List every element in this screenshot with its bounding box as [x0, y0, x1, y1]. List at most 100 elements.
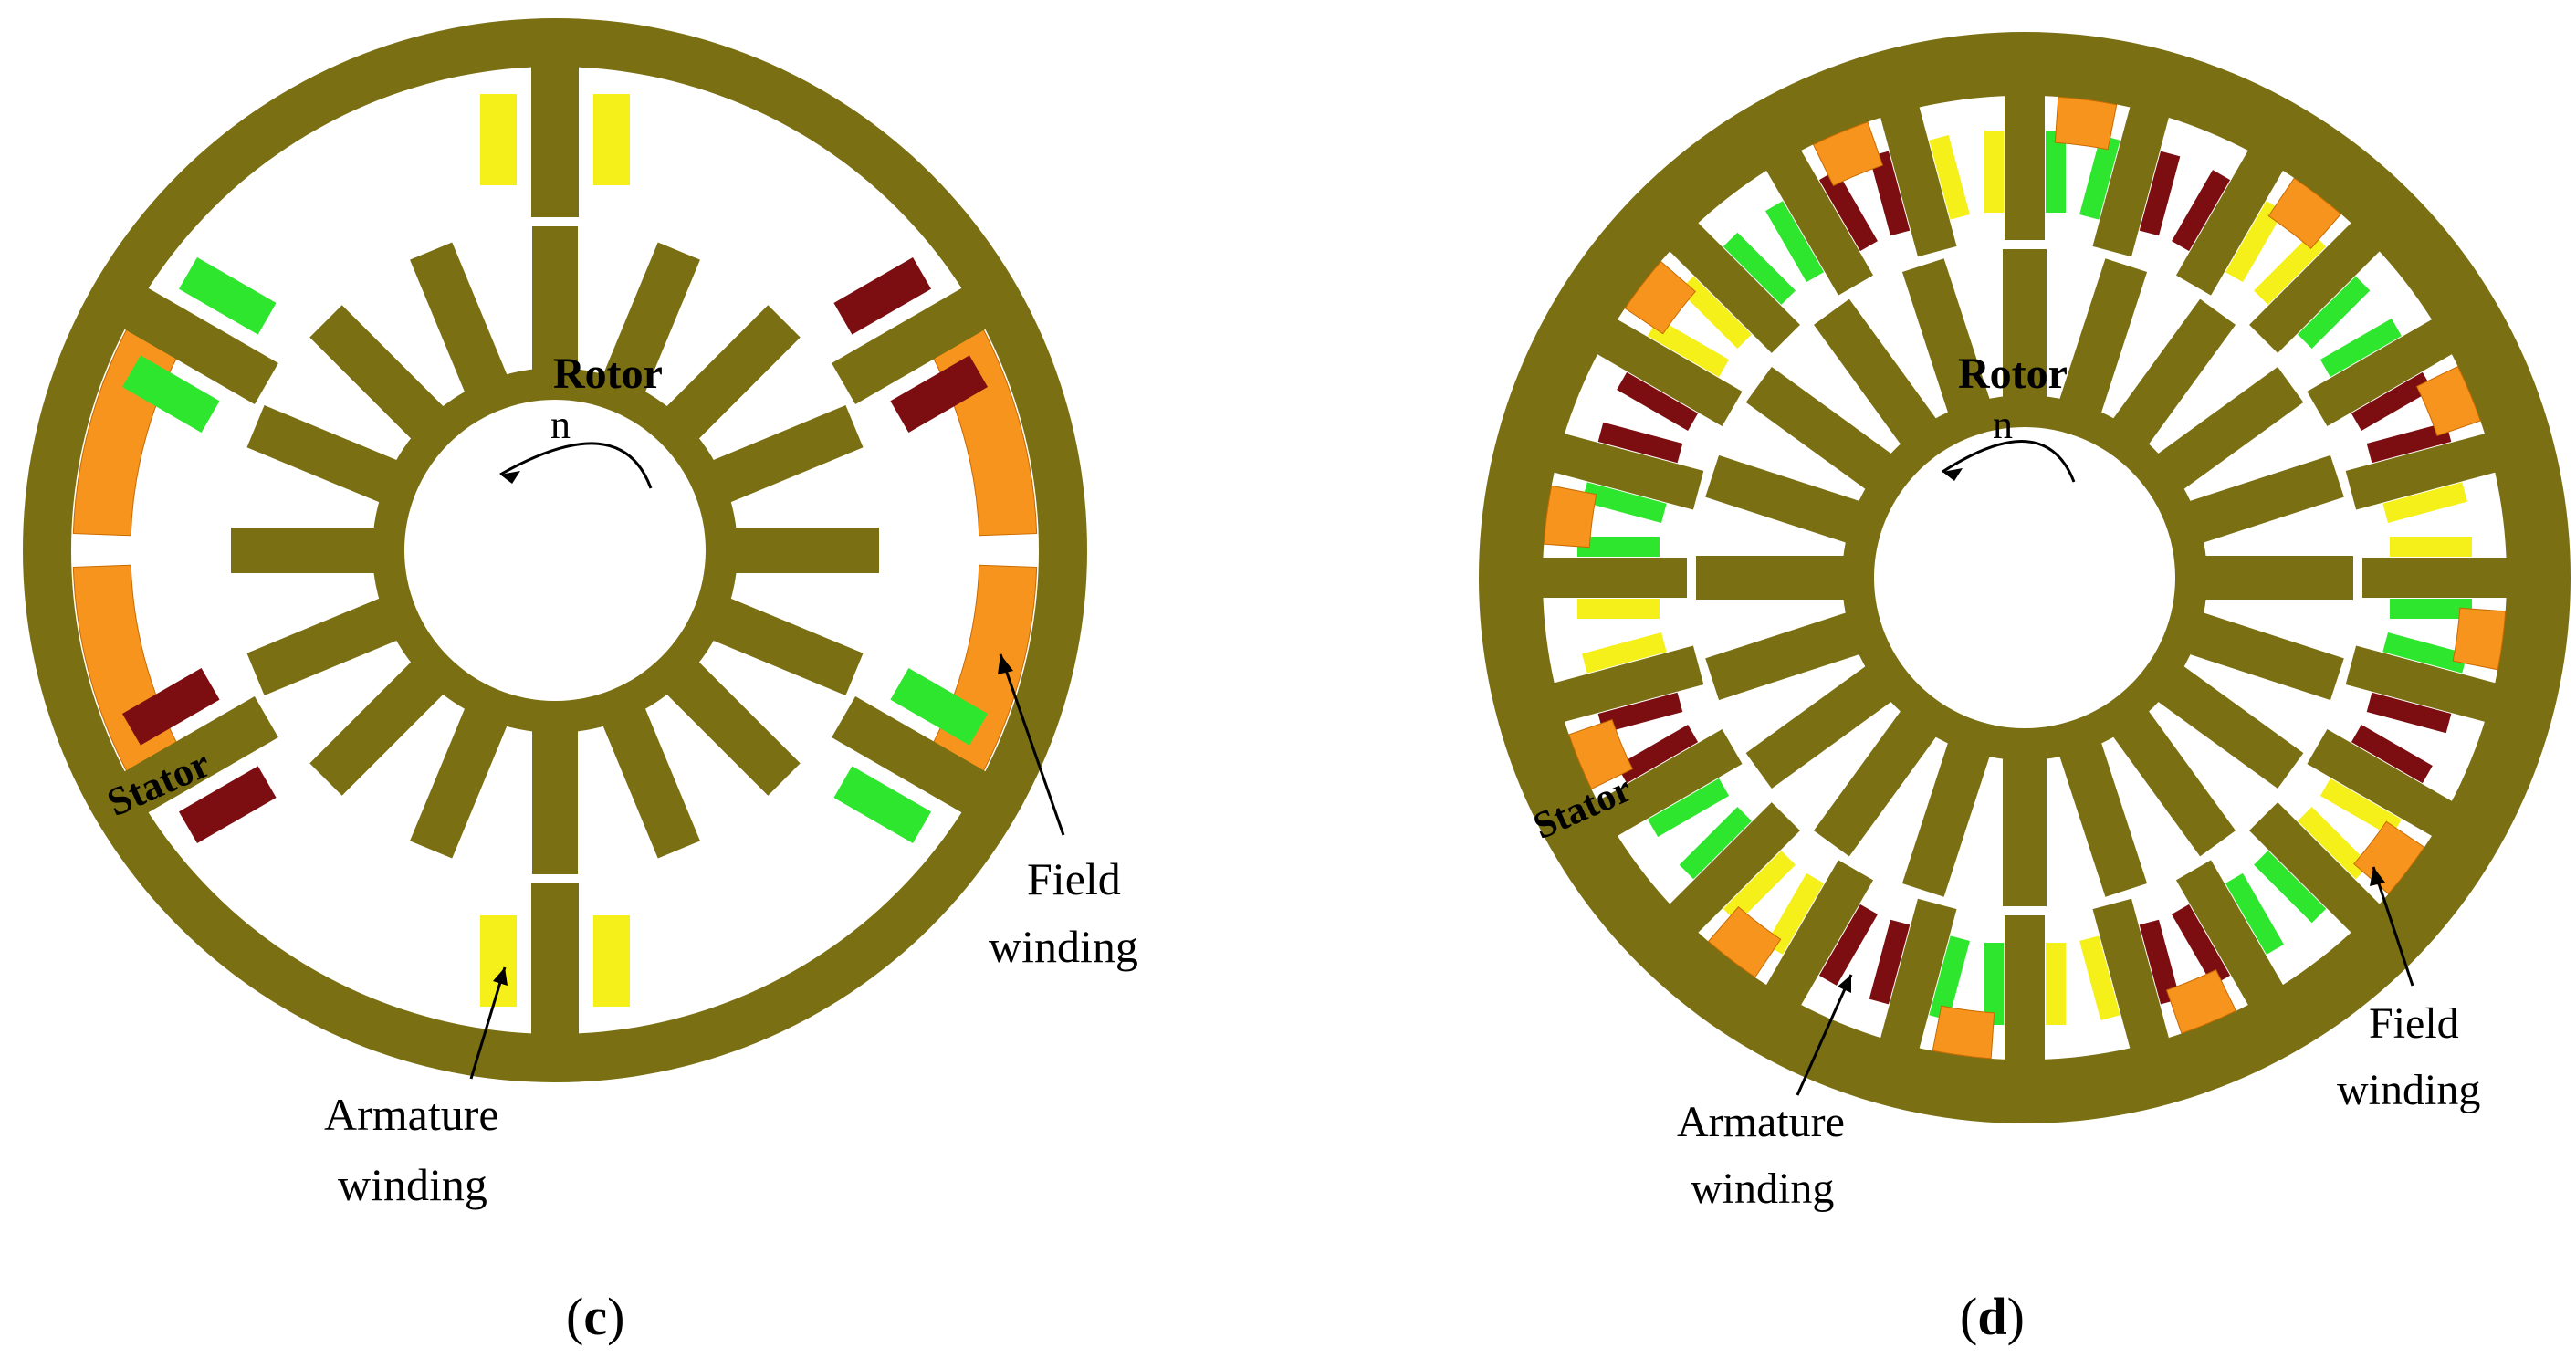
rotor-tooth: [658, 305, 801, 447]
field-label-line1: Field: [1027, 853, 1121, 904]
armature-winding-coil: [2351, 725, 2433, 784]
rotor-tooth: [2106, 701, 2236, 857]
speed-label: n: [550, 402, 571, 447]
rotor-tooth: [658, 653, 801, 796]
stator-tooth: [1760, 141, 1874, 296]
rotor-tooth: [2178, 454, 2344, 547]
armature-winding-coil: [2298, 276, 2371, 349]
armature-winding-coil: [1869, 919, 1911, 1005]
armature-winding-coil: [2254, 232, 2327, 305]
rotor-label: Rotor: [1958, 350, 2068, 398]
armature-label-line2: winding: [338, 1159, 487, 1210]
armature-winding-coil: [1984, 131, 2004, 213]
armature-winding-coil: [2139, 919, 2181, 1005]
armature-winding-coil: [1582, 482, 1667, 523]
armature-winding-coil: [1617, 725, 1699, 784]
stator-tooth: [531, 57, 579, 217]
armature-winding-coil: [1984, 943, 2004, 1025]
armature-winding-coil: [2366, 422, 2452, 464]
stator-tooth: [1661, 802, 1800, 941]
field-winding-coil: [1543, 485, 1597, 548]
armature-winding-coil: [121, 667, 220, 746]
armature-label-line2: winding: [1691, 1165, 1834, 1213]
stator-tooth: [832, 695, 994, 818]
panel-d-machine: Rotor n Stator Field winding Armature wi…: [1479, 32, 2571, 1346]
field-winding-arrowhead: [2370, 867, 2385, 886]
armature-winding-coil: [890, 355, 989, 434]
armature-label-line1: Armature: [1677, 1098, 1845, 1146]
rotor-tooth: [702, 593, 864, 695]
stator-tooth: [531, 883, 579, 1043]
armature-winding-arrowhead: [1838, 975, 1851, 993]
rotor-tooth: [2056, 731, 2148, 897]
field-winding-coil: [1707, 906, 1782, 978]
rotation-arrow: [499, 442, 653, 489]
stator-tooth: [2092, 898, 2173, 1060]
caption-letter: c: [583, 1287, 607, 1346]
field-winding-pointer: [2372, 866, 2414, 987]
rotor-tooth: [1813, 298, 1943, 454]
armature-winding-coil: [833, 766, 932, 844]
field-winding-coil: [2353, 820, 2425, 895]
rotor-label: Rotor: [553, 350, 663, 398]
rotor-tooth: [724, 528, 879, 573]
armature-label-line1: Armature: [324, 1089, 499, 1140]
rotor-tooth: [309, 305, 452, 447]
rotor-tooth: [532, 719, 578, 874]
stator-tooth: [2092, 96, 2173, 257]
field-winding-coil: [1624, 260, 1696, 335]
armature-winding-coil: [480, 94, 517, 185]
rotor-tooth: [1901, 731, 1994, 897]
armature-winding-coil: [593, 94, 630, 185]
stator-tooth: [832, 283, 994, 405]
armature-winding-coil: [833, 256, 932, 335]
armature-winding-coil: [2225, 872, 2284, 955]
stator-tooth: [2005, 915, 2045, 1071]
field-winding-coil: [2054, 96, 2118, 151]
stator-tooth: [2345, 645, 2507, 726]
stator-tooth: [2345, 430, 2507, 510]
rotation-arrowhead: [1942, 468, 1963, 481]
armature-winding-coil: [1577, 599, 1660, 619]
rotor-tooth: [1705, 609, 1871, 701]
stator-tooth: [1877, 96, 1957, 257]
armature-winding-coil: [1929, 935, 1970, 1020]
rotor-tooth: [1901, 258, 1994, 424]
armature-winding-coil: [1648, 319, 1730, 378]
rotor-tooth: [410, 242, 512, 403]
field-label-line2: winding: [2337, 1066, 2480, 1114]
rotor-tooth: [1705, 454, 1871, 547]
armature-winding-coil: [2366, 692, 2452, 734]
armature-winding-coil: [2351, 371, 2433, 431]
armature-winding-coil: [2139, 151, 2181, 236]
stator-tooth: [1587, 728, 1743, 842]
rotor-tooth: [246, 593, 408, 695]
armature-winding-coil: [2046, 943, 2066, 1025]
stator-tooth: [2175, 860, 2289, 1015]
armature-winding-coil: [2079, 935, 2120, 1020]
armature-winding-coil: [1818, 170, 1878, 252]
armature-winding-coil: [2254, 851, 2327, 924]
armature-winding-coil: [1679, 807, 1752, 880]
rotor-tooth: [246, 405, 408, 507]
armature-winding-coil: [2172, 170, 2231, 252]
armature-winding-coil: [2298, 807, 2371, 880]
armature-winding-pointer: [469, 966, 507, 1080]
stator-tooth: [1587, 313, 1743, 427]
armature-winding-coil: [1723, 851, 1796, 924]
armature-winding-coil: [1929, 135, 1970, 220]
armature-winding-coil: [1679, 276, 1752, 349]
armature-winding-coil: [1765, 872, 1825, 955]
panel-caption: (c): [566, 1287, 624, 1346]
armature-winding-coil: [2319, 778, 2402, 837]
rotor-tooth: [309, 653, 452, 796]
armature-winding-coil: [1818, 904, 1878, 986]
armature-winding-coil: [1597, 692, 1683, 734]
stator-tooth: [1661, 214, 1800, 353]
armature-winding-coil: [890, 667, 989, 746]
armature-winding-coil: [2382, 482, 2467, 523]
stator-tooth: [2362, 558, 2518, 598]
panel-c-machine: Rotor n Stator Field winding Armature wi…: [23, 18, 1138, 1346]
armature-winding-coil: [1577, 537, 1660, 557]
